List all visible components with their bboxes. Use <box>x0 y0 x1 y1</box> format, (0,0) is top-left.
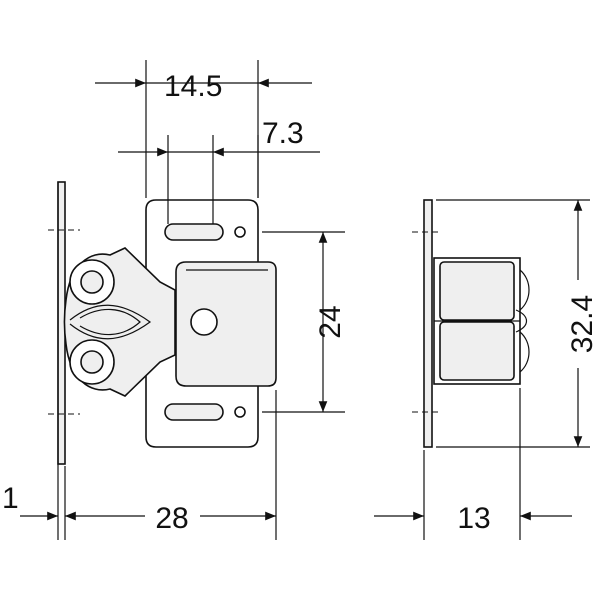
front-view: 14.5 7.3 24 1 28 <box>2 60 347 540</box>
dim-overall-height: 32.4 <box>566 295 599 353</box>
slot-bottom <box>164 403 224 421</box>
side-plate <box>423 199 433 448</box>
dim-side-depth: 13 <box>457 502 490 535</box>
dim-slot-spacing: 14.5 <box>164 70 222 103</box>
dim-hole-offset: 7.3 <box>262 117 304 150</box>
roller-lower-side <box>439 321 515 381</box>
dim-overall-depth: 28 <box>155 502 188 535</box>
roller-upper-side <box>439 261 515 321</box>
side-view: 32.4 13 <box>374 199 599 540</box>
dim-height: 24 <box>314 305 347 338</box>
hole-bottom <box>234 406 246 418</box>
slot-top <box>164 223 224 241</box>
dim-plate-thickness: 1 <box>2 482 19 515</box>
hole-top <box>234 226 246 238</box>
catch-housing <box>175 261 277 387</box>
rivet <box>190 308 218 336</box>
